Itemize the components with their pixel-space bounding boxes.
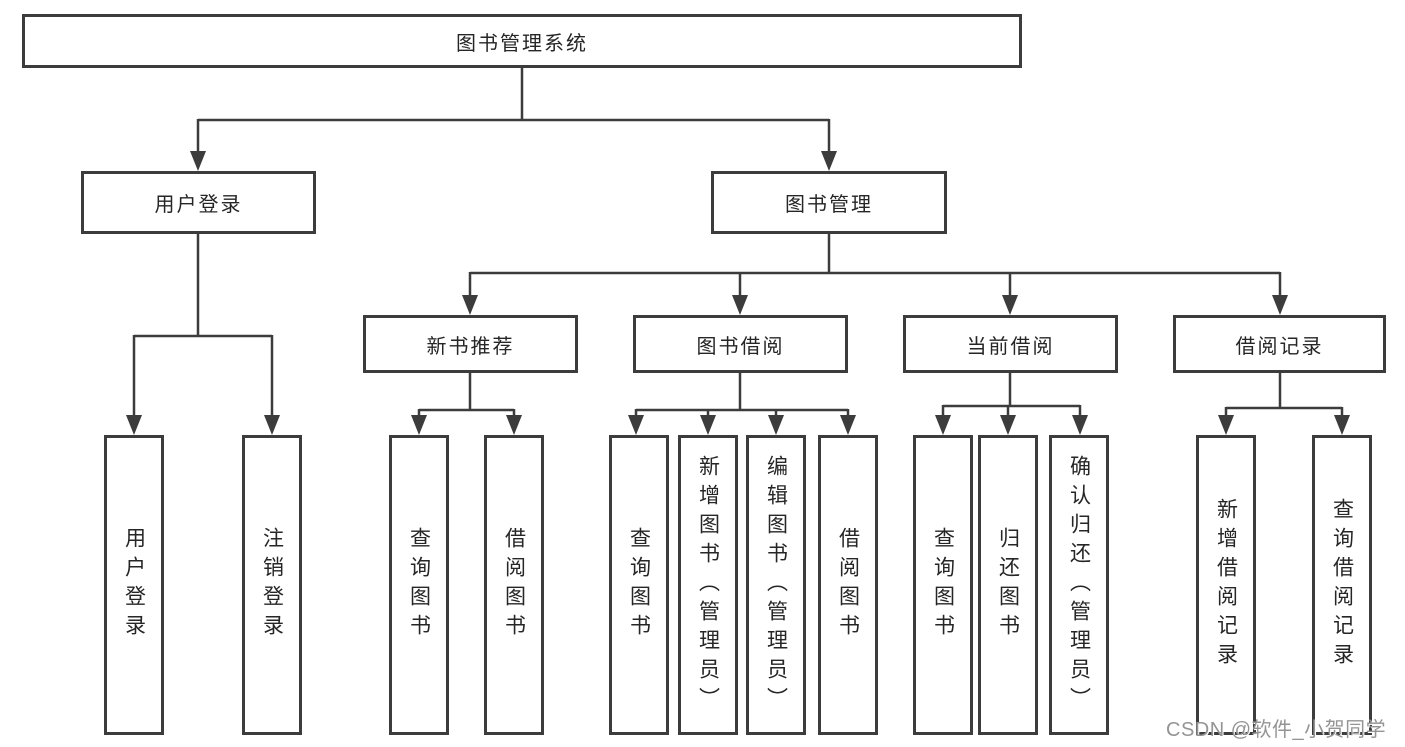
- leaf-add-book-admin-label: 新增图书（管理员）: [696, 454, 720, 716]
- leaf-user-login-label: 用户登录: [122, 527, 146, 643]
- leaf-query-borrow-record-label: 查询借阅记录: [1330, 498, 1354, 672]
- node-new-book-recommend: 新书推荐: [363, 315, 578, 373]
- leaf-query-books-borrow: 查询图书: [609, 435, 669, 735]
- node-book-borrow: 图书借阅: [633, 315, 848, 373]
- leaf-edit-book-admin-label: 编辑图书（管理员）: [764, 454, 788, 716]
- leaf-return-book-label: 归还图书: [996, 527, 1020, 643]
- leaf-borrow-books-recommend: 借阅图书: [484, 435, 544, 735]
- leaf-logout: 注销登录: [242, 435, 302, 735]
- leaf-confirm-return-admin-label: 确认归还（管理员）: [1067, 454, 1091, 716]
- node-current-borrow-label: 当前借阅: [966, 335, 1055, 358]
- leaf-query-books-current-label: 查询图书: [931, 527, 955, 643]
- leaf-borrow-books: 借阅图书: [818, 435, 878, 735]
- leaf-return-book: 归还图书: [978, 435, 1038, 735]
- node-borrow-records: 借阅记录: [1173, 315, 1386, 373]
- node-user-login-label: 用户登录: [154, 194, 243, 216]
- node-root: 图书管理系统: [22, 14, 1022, 68]
- leaf-query-borrow-record: 查询借阅记录: [1312, 435, 1372, 735]
- leaf-query-books-current: 查询图书: [913, 435, 973, 735]
- leaf-add-borrow-record-label: 新增借阅记录: [1214, 498, 1238, 672]
- node-book-management-label: 图书管理: [785, 194, 873, 216]
- leaf-user-login: 用户登录: [104, 435, 164, 735]
- leaf-edit-book-admin: 编辑图书（管理员）: [746, 435, 806, 735]
- node-book-management: 图书管理: [711, 171, 947, 234]
- leaf-borrow-books-label: 借阅图书: [836, 527, 860, 643]
- leaf-logout-label: 注销登录: [260, 527, 284, 643]
- node-user-login: 用户登录: [81, 171, 316, 234]
- node-current-borrow: 当前借阅: [903, 315, 1118, 373]
- leaf-query-books-recommend-label: 查询图书: [407, 527, 431, 643]
- leaf-borrow-books-recommend-label: 借阅图书: [502, 527, 526, 643]
- leaf-add-borrow-record: 新增借阅记录: [1196, 435, 1256, 735]
- node-root-label: 图书管理系统: [456, 32, 588, 55]
- leaf-confirm-return-admin: 确认归还（管理员）: [1049, 435, 1109, 735]
- node-new-book-recommend-label: 新书推荐: [426, 335, 515, 358]
- csdn-watermark: CSDN @软件_小贺同学: [1166, 719, 1387, 741]
- leaf-query-books-borrow-label: 查询图书: [627, 527, 651, 643]
- node-borrow-records-label: 借阅记录: [1235, 335, 1324, 358]
- leaf-add-book-admin: 新增图书（管理员）: [678, 435, 738, 735]
- node-book-borrow-label: 图书借阅: [696, 335, 785, 358]
- leaf-query-books-recommend: 查询图书: [389, 435, 449, 735]
